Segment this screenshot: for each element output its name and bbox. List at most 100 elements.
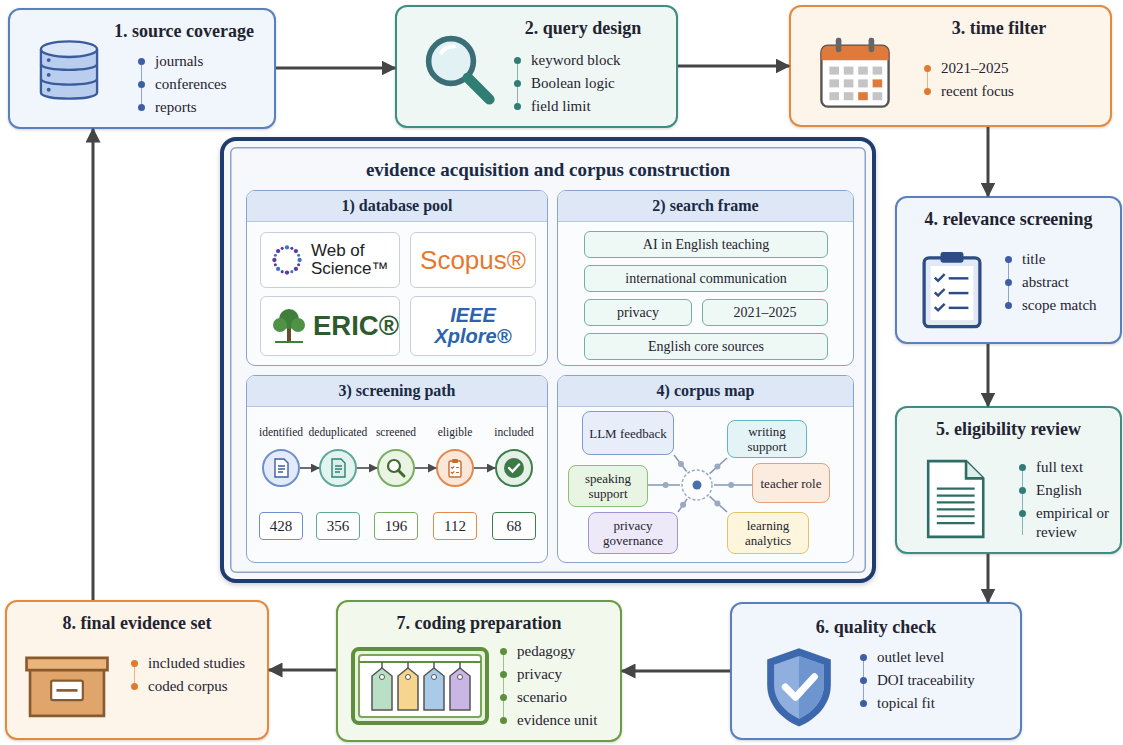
icon [815, 33, 895, 113]
stage-circle: screened [377, 449, 415, 487]
topic-text: LLM feedback [589, 426, 667, 441]
topic-text: speaking support [573, 471, 643, 501]
process-box: 3. time filter 2021–2025recent focus [789, 5, 1112, 127]
stage-label: included [479, 426, 549, 439]
box-heading: 6. quality check [732, 616, 1020, 638]
flow-arrow [276, 67, 395, 70]
bullet-item: coded corpus [131, 677, 263, 696]
box-heading: 2. query design [493, 17, 673, 39]
flow-arrow [300, 467, 319, 469]
count-number: 112 [444, 518, 466, 535]
topic-text: writing support [732, 424, 802, 454]
icon [756, 644, 842, 730]
icon [911, 248, 993, 330]
bullet-list: outlet levelDOI traceabilitytopical fit [860, 648, 1016, 717]
hub-spoke [678, 499, 687, 512]
count-number: 428 [270, 518, 293, 535]
stage-label: screened [361, 426, 431, 439]
hub-dot [678, 461, 684, 467]
bullet-item: Boolean logic [514, 74, 672, 93]
topic-box: teacher role [752, 463, 830, 503]
hub-spoke [710, 458, 727, 474]
stage-circle: eligible [436, 449, 474, 487]
bullet-list: 2021–2025recent focus [924, 59, 1104, 105]
bullet-item: scope match [1005, 296, 1117, 315]
box-heading: 7. coding preparation [338, 612, 620, 634]
search-term: privacy [584, 299, 692, 326]
stage-label: deduplicated [303, 426, 373, 439]
icon [350, 646, 490, 726]
topic-box: writing support [727, 420, 807, 458]
stage-label: identified [246, 426, 316, 439]
section-heading: 4) corpus map [558, 376, 853, 407]
process-box: 5. eligibility reviewfull textEnglishemp… [895, 406, 1122, 554]
icon [419, 29, 499, 109]
flow-arrow [269, 669, 336, 672]
bullet-item: keyword block [514, 51, 672, 70]
section-heading: 2) search frame [558, 191, 853, 222]
icon [23, 642, 111, 721]
topic-box: LLM feedback [582, 411, 674, 455]
topic-box: privacy governance [588, 512, 678, 554]
bullet-list: journalsconferencesreports [138, 52, 270, 121]
hub-ring [682, 470, 712, 500]
stage-circle: identified [262, 449, 300, 487]
count-box: 68 [492, 512, 536, 540]
bullet-list: keyword blockBoolean logic field limit [514, 51, 672, 120]
bullet-item: pedagogy [500, 642, 618, 661]
bullet-item: English [1019, 481, 1117, 500]
logo-text: Scopus® [420, 245, 526, 276]
bullet-item: evidence unit [500, 711, 618, 730]
database-logo: Scopus® [410, 232, 536, 288]
hub-spoke [710, 496, 727, 512]
bullet-item: scenario [500, 688, 618, 707]
flow-arrow [474, 467, 495, 469]
box-heading: 1. source coverage [98, 20, 270, 42]
icon [269, 456, 293, 480]
stage-circle: included [495, 449, 533, 487]
flow-arrow [987, 127, 990, 196]
process-box: 2. query design keyword blockBoolean logi… [395, 5, 678, 128]
icon [30, 32, 108, 110]
section-heading: 3) screening path [247, 376, 547, 407]
count-box: 356 [316, 512, 360, 540]
bullet-item: included studies [131, 654, 263, 673]
box-heading: 3. time filter [899, 17, 1099, 39]
process-box: 6. quality check outlet levelDOI traceabi… [730, 602, 1022, 740]
corpus-hub [648, 455, 752, 512]
hub-dot [714, 464, 720, 470]
hub-dot [714, 500, 720, 506]
topic-box: speaking support [568, 465, 648, 507]
stage-label: eligible [420, 426, 490, 439]
flow-arrow [678, 65, 789, 68]
bullet-list: full textEnglishempirical or review [1019, 458, 1117, 546]
flow-arrow [357, 467, 377, 469]
bullet-item: conferences [138, 75, 270, 94]
stage-circle: deduplicated [319, 449, 357, 487]
search-term: English core sources [584, 333, 828, 360]
bullet-item: field limit [514, 97, 672, 116]
hub-spoke [714, 484, 752, 486]
search-term: AI in English teaching [584, 231, 828, 258]
flow-arrow [987, 554, 990, 602]
section-panel: 3) screening path identified 428 deduplicat… [246, 375, 548, 563]
search-text: English core sources [648, 339, 764, 355]
bullet-list: titleabstractscope match [1005, 250, 1117, 319]
flow-arrow [622, 670, 730, 673]
database-logo: Web of Science™ [260, 232, 400, 288]
bullet-item: privacy [500, 665, 618, 684]
search-text: 2021–2025 [734, 305, 797, 321]
count-box: 112 [433, 512, 477, 540]
bullet-item: full text [1019, 458, 1117, 477]
process-box: 4. relevance screening titleabstractscope… [895, 196, 1122, 344]
box-heading: 4. relevance screening [897, 208, 1120, 230]
logo-text: IEEE Xplore® [425, 305, 521, 347]
count-number: 356 [327, 518, 350, 535]
topic-text: learning analytics [732, 518, 804, 548]
box-heading: 8. final evidence set [7, 612, 267, 634]
bullet-item: topical fit [860, 694, 1016, 713]
process-box: 7. coding preparation pedagogy privacy scen… [336, 600, 622, 742]
bullet-list: included studies coded corpus [131, 654, 263, 700]
bullet-item: journals [138, 52, 270, 71]
